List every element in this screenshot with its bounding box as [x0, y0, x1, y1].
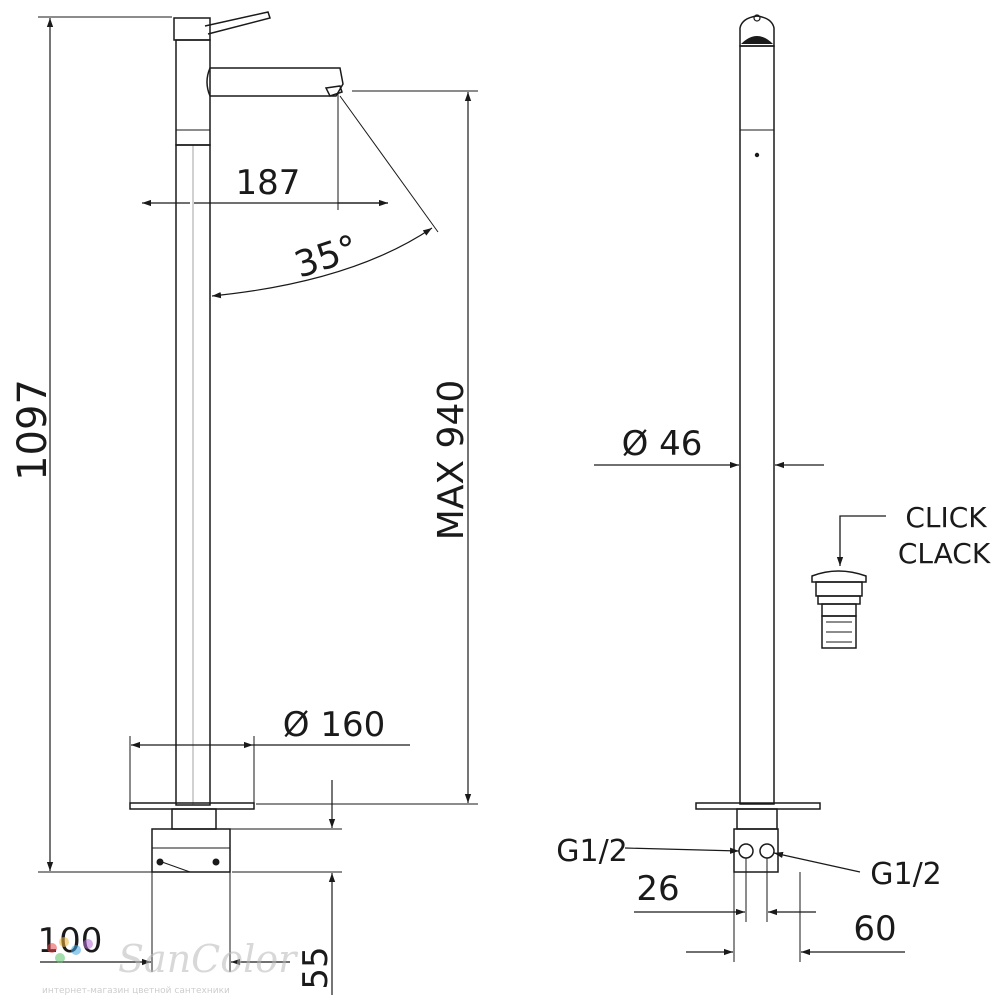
- watermark-dot: [83, 939, 93, 949]
- inlet-left-label: G1/2: [556, 834, 628, 869]
- swivel-angle-label: 35°: [290, 228, 363, 287]
- base-plate: [129, 802, 255, 810]
- height-total-label: 1097: [10, 379, 56, 481]
- column-lower: [175, 144, 211, 806]
- max-height-label: MAX 940: [431, 380, 472, 541]
- dim-100-label: 100: [38, 921, 103, 961]
- top-cap: [739, 15, 775, 47]
- waste-label-line1: CLICK: [905, 501, 987, 534]
- dim-26-label: 26: [636, 869, 679, 909]
- base-diameter-label: Ø 160: [283, 705, 385, 745]
- inlet-right-label: G1/2: [870, 857, 942, 892]
- body-diameter-label: Ø 46: [622, 424, 703, 464]
- side-view: 1097 187 35° MAX 940 Ø 160 55: [10, 11, 478, 995]
- column-upper: [175, 39, 211, 146]
- watermark-dot: [55, 953, 65, 963]
- waste-label-line2: CLACK: [898, 537, 991, 570]
- mounting-block: [151, 828, 231, 873]
- watermark-dot: [71, 945, 81, 955]
- front-view: Ø 46 G1/2 G1/2 26 60 CLICK CL: [556, 14, 991, 962]
- click-clack-waste: [811, 515, 886, 649]
- inlet-right: [759, 843, 775, 859]
- watermark-tagline: интернет-магазин цветной сантехники: [42, 986, 230, 996]
- watermark-brand: SanColor: [118, 937, 299, 981]
- watermark-dot: [47, 943, 57, 953]
- front-mounting-block: [733, 828, 779, 873]
- inlet-left: [738, 843, 754, 859]
- handle-block: [173, 17, 211, 41]
- spout: [206, 67, 344, 97]
- dim-60-label: 60: [853, 909, 896, 949]
- lever-handle: [204, 11, 271, 35]
- watermark-dot: [59, 937, 69, 947]
- watermark-dots: [47, 937, 93, 963]
- front-column: [739, 45, 775, 805]
- watermark: SanColor интернет-магазин цветной сантех…: [42, 937, 299, 996]
- aerator: [324, 85, 343, 97]
- dim-55-label: 55: [296, 946, 336, 989]
- spout-reach-label: 187: [236, 163, 301, 203]
